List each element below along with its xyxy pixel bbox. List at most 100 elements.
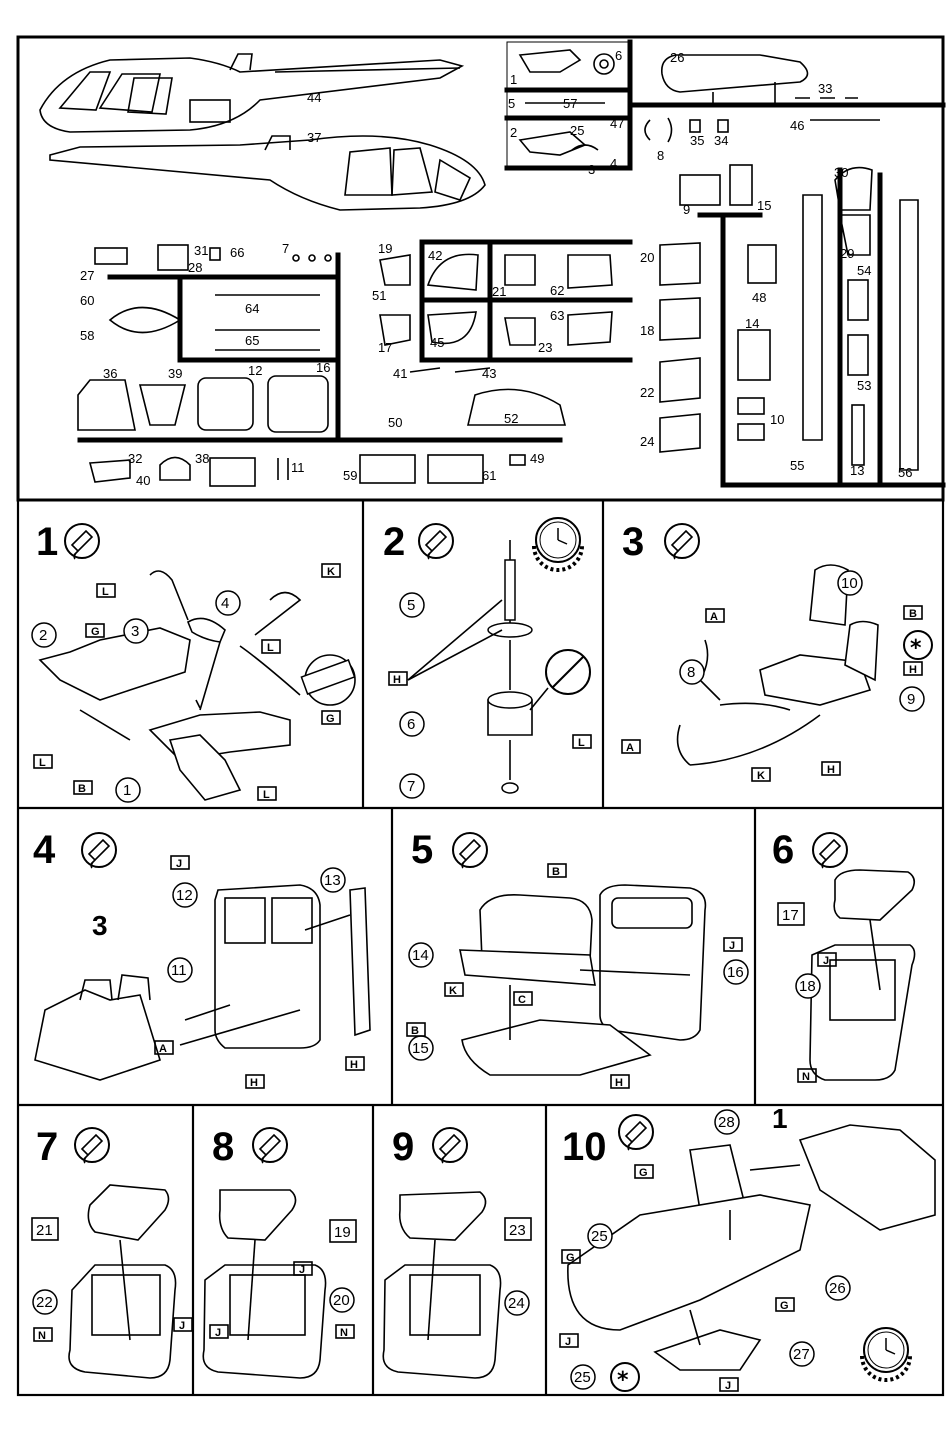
- paint-tag: L: [263, 789, 270, 801]
- sprue-label: 20: [640, 250, 654, 265]
- paint-tag: N: [38, 1330, 46, 1342]
- paint-tag: G: [326, 713, 335, 725]
- sprue-label: 46: [790, 118, 804, 133]
- glue-tube-icon: [618, 1114, 654, 1151]
- part-callout: 8: [687, 664, 695, 681]
- step-number: 3: [622, 520, 644, 564]
- part-callout: 17: [782, 907, 799, 924]
- sprue-label: 59: [343, 468, 357, 483]
- sprue-label: 49: [530, 451, 544, 466]
- sprue-label: 29: [840, 246, 854, 261]
- sprue-label: 51: [372, 288, 386, 303]
- sprue-label: 30: [834, 165, 848, 180]
- sprue-label: 58: [80, 328, 94, 343]
- sprue-label: 52: [504, 411, 518, 426]
- subassembly-label: 3: [92, 910, 108, 941]
- paint-tag: H: [350, 1059, 358, 1071]
- sprue-label: 16: [316, 360, 330, 375]
- right-sprue: [659, 164, 946, 488]
- glue-tube-icon: [452, 832, 488, 869]
- part-callout: 19: [334, 1224, 351, 1241]
- part-callout: 7: [407, 778, 415, 795]
- sprue-label: 66: [230, 245, 244, 260]
- paint-tag: B: [552, 866, 560, 878]
- sprue-label: 45: [430, 335, 444, 350]
- part-callout: 21: [36, 1222, 53, 1239]
- sprue-label: 55: [790, 458, 804, 473]
- sprue-label: 34: [714, 133, 728, 148]
- paint-tag: H: [615, 1077, 623, 1089]
- middle-sprue: [77, 244, 567, 487]
- part-callout: 13: [324, 872, 341, 889]
- glue-tube-icon: [812, 832, 848, 869]
- sprue-label: 40: [136, 473, 150, 488]
- sprue-label: 33: [818, 81, 832, 96]
- step-10-panel: 10 1 28 25 26 27 25 * G G G J J: [559, 1103, 936, 1393]
- paint-tag: B: [411, 1025, 419, 1037]
- part-callout: 6: [407, 716, 415, 733]
- paint-tag: L: [578, 737, 585, 749]
- part-callout: 25: [591, 1228, 608, 1245]
- paint-tag: J: [565, 1336, 571, 1348]
- part-callout: 3: [131, 623, 139, 640]
- paint-tag: L: [267, 642, 274, 654]
- step-2-panel: 2 5 6 7 H L: [383, 516, 592, 799]
- part-callout: 4: [221, 595, 229, 612]
- sprue-panel: 44 37 26 33 46 1 5 57 2 25 47 6 3 4 8 35…: [16, 35, 946, 502]
- sprue-label: 4: [610, 156, 617, 171]
- step-number: 7: [36, 1125, 58, 1169]
- sprue-label: 19: [378, 241, 392, 256]
- sprue-label: 54: [857, 263, 871, 278]
- sprue-label: 10: [770, 412, 784, 427]
- part-callout: 11: [171, 962, 187, 979]
- paint-tag: G: [780, 1300, 789, 1312]
- paint-tag: J: [176, 858, 182, 870]
- paint-tag: G: [639, 1167, 648, 1179]
- sprue-label: 25: [570, 123, 584, 138]
- glue-tube-icon: [64, 523, 100, 560]
- sprue-label: 15: [757, 198, 771, 213]
- step-number: 1: [36, 520, 58, 564]
- glue-tube-icon: [81, 832, 117, 869]
- asterisk-glyph: *: [617, 1368, 629, 1393]
- part-callout: 25: [574, 1369, 591, 1386]
- sprue-label: 11: [291, 460, 305, 475]
- asterisk-icon: [903, 630, 933, 660]
- sprue-label: 39: [168, 366, 182, 381]
- step-9-panel: 9 23 24: [382, 1125, 532, 1379]
- paint-tag: H: [827, 764, 835, 776]
- step-4-panel: 4 3 12 13 11 J A H H: [33, 828, 371, 1089]
- part-callout: 14: [412, 947, 429, 964]
- glue-tube-icon: [74, 1127, 110, 1164]
- sprue-label: 37: [307, 130, 321, 145]
- sprue-label: 61: [482, 468, 496, 483]
- sprue-label: 2: [510, 125, 517, 140]
- sprue-label: 22: [640, 385, 654, 400]
- step-5-panel: 5 14 15 16 B K C B J H: [406, 828, 749, 1089]
- sprue-label: 41: [393, 366, 407, 381]
- sprue-label: 7: [282, 241, 289, 256]
- sprue-label: 57: [563, 96, 577, 111]
- sprue-label: 1: [510, 72, 517, 87]
- step-number: 6: [772, 828, 794, 872]
- fuselage-half-44: [39, 53, 465, 133]
- paint-tag: N: [340, 1327, 348, 1339]
- sprue-label: 36: [103, 366, 117, 381]
- paint-tag: A: [710, 611, 718, 623]
- paint-tag: H: [909, 664, 917, 676]
- paint-tag: J: [725, 1380, 731, 1392]
- part-callout: 1: [123, 782, 131, 799]
- sprue-label: 8: [657, 148, 664, 163]
- part-callout: 16: [727, 964, 744, 981]
- sprue-label: 3: [588, 162, 595, 177]
- clock-icon: [860, 1326, 912, 1382]
- glue-tube-icon: [418, 523, 454, 560]
- clock-icon: [532, 516, 584, 572]
- paint-tag: C: [518, 994, 526, 1006]
- sprue-label: 64: [245, 301, 259, 316]
- asterisk-icon: [610, 1362, 640, 1392]
- sprue-label: 13: [850, 463, 864, 478]
- paint-tag: J: [299, 1264, 305, 1276]
- paint-tag: B: [78, 783, 86, 795]
